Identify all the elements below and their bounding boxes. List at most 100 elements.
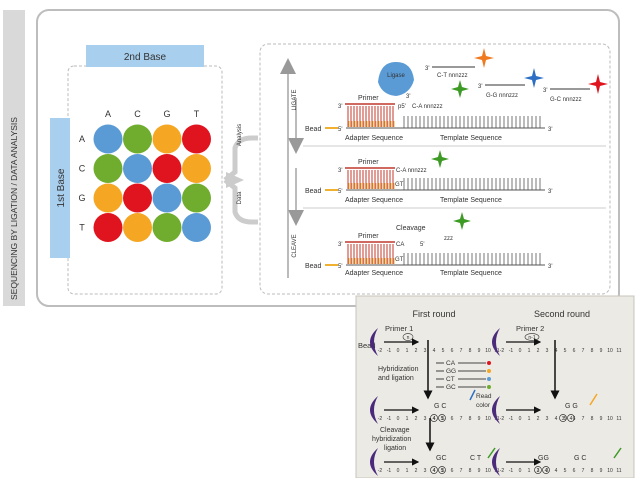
- matrix-cell-red: [152, 154, 182, 183]
- inset-probe: CA: [446, 360, 456, 367]
- inset-scale-tick: 7: [582, 416, 585, 422]
- inset-scale-tick: 6: [573, 468, 576, 474]
- inset-scale-tick: 10: [485, 468, 491, 474]
- matrix-cell-green: [123, 124, 152, 154]
- inset-scale-tick: 4: [555, 348, 558, 354]
- inset-scale-tick: 8: [469, 468, 472, 474]
- inset-bead: [370, 328, 378, 356]
- inset-scale-tick: 8: [591, 348, 594, 354]
- p3-tail: zzz: [444, 236, 453, 242]
- probe3-star: [588, 74, 608, 94]
- matrix-cell-green: [93, 154, 123, 183]
- inset-scale-tick: 10: [607, 416, 613, 422]
- inset-scale-tick: 6: [451, 416, 454, 422]
- p1-end-3prime: 3': [548, 127, 552, 133]
- inset-circled-number: [534, 466, 542, 474]
- matrix-col-label: A: [105, 109, 111, 119]
- inset-read-2: color: [476, 402, 491, 409]
- inset-probe: GC: [446, 384, 456, 391]
- inset-row3-left-b: C T: [470, 455, 482, 462]
- inset-scale-tick: 0: [397, 416, 400, 422]
- p1-green-star: [451, 80, 469, 98]
- inset-scale-tick: -1: [509, 468, 514, 474]
- inset-scale-tick: 5: [442, 416, 445, 422]
- inset-hybrid-1: Hybridization: [378, 366, 419, 373]
- inset-scale-tick: 2: [537, 416, 540, 422]
- inset-scale-tick: 6: [451, 348, 454, 354]
- first-base-label: 1st Base: [56, 168, 67, 207]
- matrix-cell-red: [93, 213, 123, 242]
- inset-scale-tick: 5: [564, 416, 567, 422]
- inset-scale-tick: 10: [485, 416, 491, 422]
- inset-scale-tick: 0: [397, 468, 400, 474]
- inset-scale-tick: 1: [528, 416, 531, 422]
- inset-scale-tick: 4: [433, 348, 436, 354]
- inset-bead: [370, 448, 378, 476]
- inset-scale-tick: 2: [537, 348, 540, 354]
- inset-scale-tick: 2: [537, 468, 540, 474]
- matrix-cell-orange: [93, 183, 123, 213]
- probe1-star: [474, 48, 494, 68]
- inset-first-round: First round: [412, 309, 455, 319]
- p2-3prime: 3': [338, 168, 342, 174]
- p3-adapter: Adapter Sequence: [345, 270, 403, 277]
- inset-scale-tick: 11: [616, 468, 621, 474]
- inset-scale-tick: 9: [600, 416, 603, 422]
- second-base-header: [86, 45, 204, 67]
- p3-cleavage-label: Cleavage: [396, 225, 426, 232]
- inset-row3-right-b: G C: [574, 455, 586, 462]
- inset-scale-tick: 10: [485, 348, 491, 354]
- inset-hybrid-2: and ligation: [378, 375, 414, 382]
- inset-scale-tick: 1: [528, 348, 531, 354]
- inset-read-probe-2: [589, 393, 598, 406]
- p1-template: Template Sequence: [440, 135, 502, 142]
- inset-probe-dye: [487, 361, 491, 365]
- p2-5prime: 5': [338, 189, 342, 195]
- matrix-cell-blue: [93, 124, 123, 154]
- inset-primer1-tag: n: [407, 335, 410, 341]
- p1-3prime: 3': [338, 104, 342, 110]
- inset-cleave-2: hybridization: [372, 436, 411, 443]
- inset-circled-label: 5: [441, 416, 444, 422]
- inset-scale-tick: 3: [424, 416, 427, 422]
- inset-scale-tick: 7: [582, 468, 585, 474]
- inset-scale-tick: 7: [460, 416, 463, 422]
- inset-scale-tick: 1: [406, 416, 409, 422]
- cleave-panel: 3' Primer CA 5' Cleavage zzz Bead 5' 3' …: [305, 212, 552, 277]
- inset-scale-tick: 1: [406, 348, 409, 354]
- inset-scale-tick: -2: [378, 416, 383, 422]
- inset-scale-tick: 3: [546, 348, 549, 354]
- probe1-3prime: 3': [425, 66, 429, 72]
- inset-scale-tick: 8: [591, 468, 594, 474]
- inset-scale-tick: 9: [478, 348, 481, 354]
- inset-circled-label: 3: [562, 416, 565, 422]
- inset-scale-tick: 8: [469, 348, 472, 354]
- cleave-label: CLEAVE: [292, 234, 298, 257]
- inset-scale-tick: 10: [607, 348, 613, 354]
- connector-upper: [223, 135, 258, 182]
- inset-rows: -2-101234567891011-2-101234567891011-2-1…: [370, 328, 622, 476]
- inset-scale-tick: 9: [478, 416, 481, 422]
- p2-probe-ca: C-A nnnzzz: [396, 168, 427, 174]
- p3-3prime: 3': [338, 242, 342, 248]
- inset-circled-label: 3: [537, 468, 540, 474]
- inset-scale-tick: 2: [415, 348, 418, 354]
- matrix-cell-green: [152, 213, 182, 242]
- matrix-row-label: G: [78, 193, 85, 203]
- p2-green-star: [431, 150, 449, 168]
- p3-primer-label: Primer: [358, 233, 379, 240]
- p1-primer-label: Primer: [358, 95, 379, 102]
- inset-circled-label: 4: [545, 468, 548, 474]
- inset-scale-tick: -2: [500, 348, 505, 354]
- matrix-col-label: C: [134, 109, 141, 119]
- inset-circled-label: 4: [433, 416, 436, 422]
- matrix-cell-orange: [152, 124, 182, 154]
- p1-5prime: 5': [338, 127, 342, 133]
- connector-data-label: Data: [237, 191, 243, 204]
- inset-scale-tick: 9: [478, 468, 481, 474]
- inset-primer2: Primer 2: [516, 324, 544, 333]
- p3-template: Template Sequence: [440, 270, 502, 277]
- inset-scale-tick: -1: [387, 416, 392, 422]
